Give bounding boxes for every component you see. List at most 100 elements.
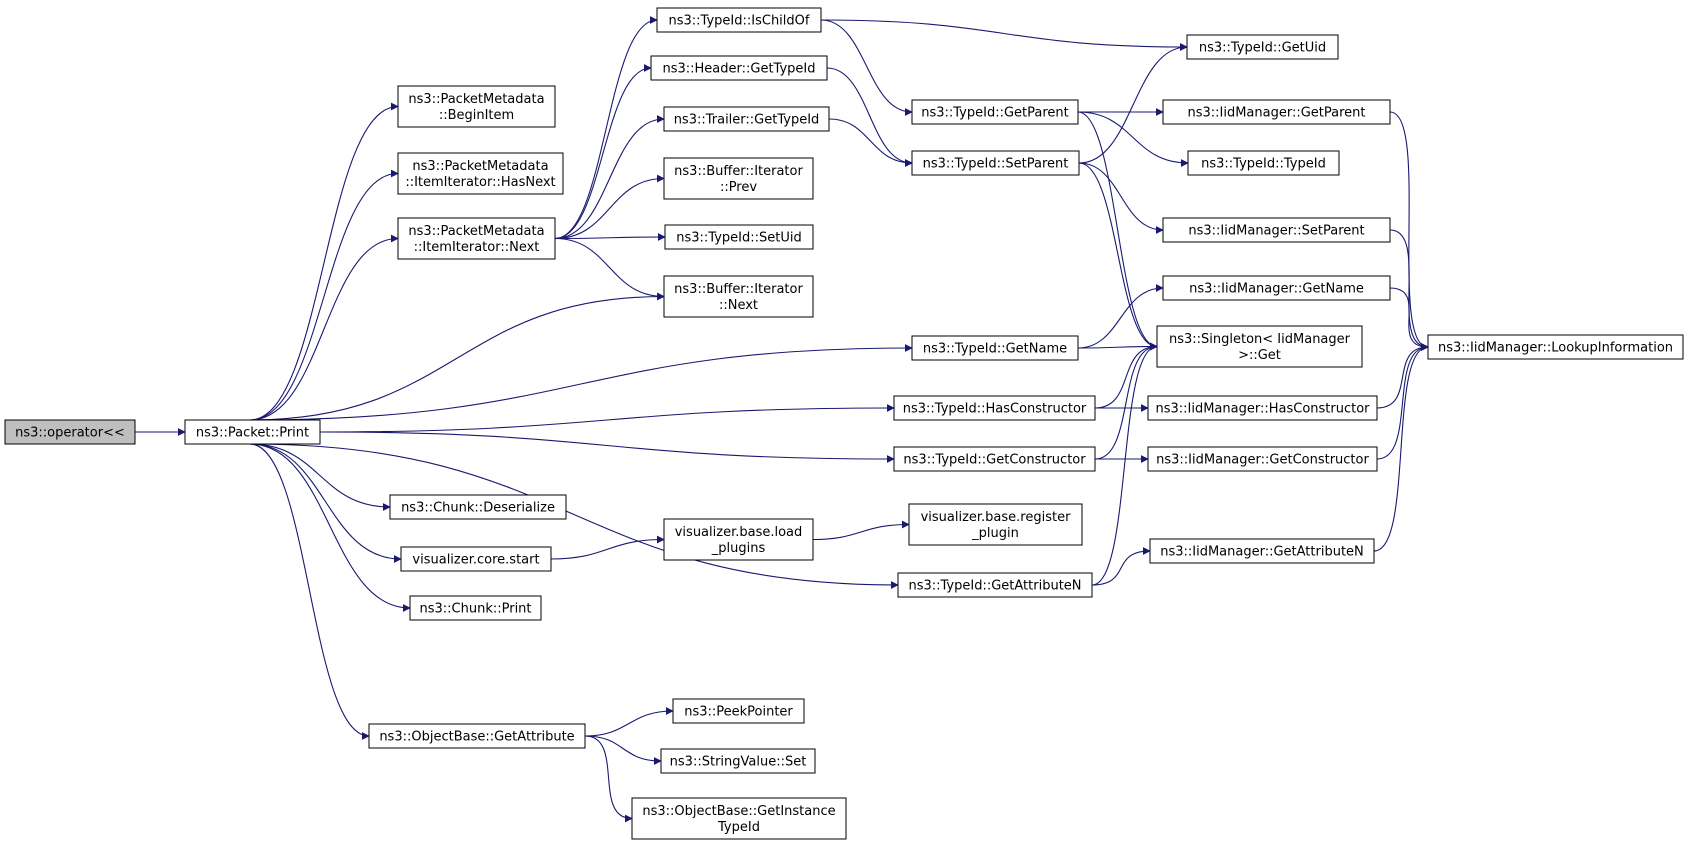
node-ns3-iidmanager-getparent[interactable]: ns3::IidManager::GetParent: [1162, 99, 1391, 125]
node-box: [1156, 325, 1363, 368]
edge-n22-to-n19: [1376, 343, 1429, 409]
edge-n1-to-n10: [249, 292, 665, 421]
node-visualizer-core-start[interactable]: visualizer.core.start: [400, 546, 552, 572]
edge-n13-to-n11: [1078, 43, 1188, 164]
edge-n6-to-n13: [826, 67, 913, 167]
node-ns3-iidmanager-getattributen[interactable]: ns3::IidManager::GetAttributeN: [1149, 538, 1375, 564]
node-ns3-iidmanager-hasconstructor[interactable]: ns3::IidManager::HasConstructor: [1147, 395, 1378, 421]
node-ns3-typeid-ischildof[interactable]: ns3::TypeId::IsChildOf: [656, 7, 822, 33]
node-label: ns3::Buffer::Iterator: [674, 282, 803, 297]
edge-n4-to-n6: [554, 64, 652, 240]
node-ns3-packetmetadata-itemiterator-hasnext[interactable]: ns3::PacketMetadata::ItemIterator::HasNe…: [397, 152, 564, 195]
node-label: ::Prev: [720, 180, 757, 195]
node-box: [893, 446, 1096, 472]
edge-n1-to-n4: [249, 234, 399, 421]
node-box: [663, 275, 814, 318]
edge-n4-to-n5: [554, 16, 658, 240]
edge-n1-to-n3: [249, 169, 399, 421]
node-box: [908, 503, 1083, 546]
node-ns3-buffer-iterator-next[interactable]: ns3::Buffer::Iterator::Next: [663, 275, 814, 318]
edge-n24-to-n19: [1376, 343, 1429, 460]
edge-n16-to-n19: [1389, 229, 1429, 351]
node-ns3-stringvalue-set[interactable]: ns3::StringValue::Set: [660, 748, 816, 774]
node-box: [1427, 334, 1684, 360]
node-label: ns3::TypeId::GetUid: [1199, 41, 1326, 56]
node-box: [368, 723, 586, 749]
node-label: visualizer.core.start: [412, 553, 539, 568]
node-label: ns3::Chunk::Deserialize: [401, 501, 555, 516]
node-ns3-buffer-iterator-prev[interactable]: ns3::Buffer::Iterator::Prev: [663, 157, 814, 200]
node-label: ns3::IidManager::GetConstructor: [1156, 453, 1369, 468]
node-visualizer-base-load-plugins[interactable]: visualizer.base.load_plugins: [663, 518, 814, 561]
node-ns3-typeid-setuid[interactable]: ns3::TypeId::SetUid: [664, 224, 814, 250]
node-ns3-operator[interactable]: ns3::operator<<: [4, 419, 136, 445]
node-label: ns3::StringValue::Set: [670, 755, 807, 770]
edge-n4-to-n7: [554, 115, 665, 240]
node-box: [911, 150, 1080, 176]
node-ns3-packetmetadata-itemiterator-next[interactable]: ns3::PacketMetadata::ItemIterator::Next: [397, 217, 556, 260]
node-box: [672, 698, 805, 724]
node-box: [184, 419, 321, 445]
edge-n1-to-n23: [319, 431, 895, 463]
node-visualizer-base-register-plugin[interactable]: visualizer.base.register_plugin: [908, 503, 1083, 546]
node-label: ns3::Trailer::GetTypeId: [674, 113, 820, 128]
node-label: ns3::ObjectBase::GetInstance: [642, 804, 835, 819]
node-ns3-typeid-getname[interactable]: ns3::TypeId::GetName: [911, 335, 1079, 361]
edge-n1-to-n2: [249, 102, 399, 421]
node-label: ns3::PacketMetadata: [412, 159, 548, 174]
node-label: ns3::PacketMetadata: [408, 92, 544, 107]
node-label: ns3::operator<<: [15, 426, 125, 441]
edge-n4-to-n9: [554, 233, 666, 242]
node-ns3-packetmetadata-beginitem[interactable]: ns3::PacketMetadata::BeginItem: [397, 85, 556, 128]
edge-n1-to-n32: [249, 443, 370, 740]
node-ns3-typeid-getparent[interactable]: ns3::TypeId::GetParent: [911, 99, 1079, 125]
node-ns3-singleton-iidmanager-get[interactable]: ns3::Singleton< IidManager >::Get: [1156, 325, 1363, 368]
edge-n30-to-n29: [1091, 547, 1151, 586]
node-box: [1162, 275, 1391, 301]
node-ns3-trailer-gettypeid[interactable]: ns3::Trailer::GetTypeId: [663, 106, 830, 132]
node-ns3-typeid-setparent[interactable]: ns3::TypeId::SetParent: [911, 150, 1080, 176]
node-label: ns3::IidManager::LookupInformation: [1438, 341, 1673, 356]
node-box: [893, 395, 1096, 421]
node-box: [663, 157, 814, 200]
edge-n30-to-n18: [1091, 342, 1158, 586]
node-ns3-chunk-print[interactable]: ns3::Chunk::Print: [409, 595, 542, 621]
node-label: ns3::IidManager::GetParent: [1187, 106, 1365, 121]
edge-n1-to-n21: [319, 404, 895, 433]
node-ns3-typeid-typeid[interactable]: ns3::TypeId::TypeId: [1187, 150, 1340, 176]
node-ns3-typeid-hasconstructor[interactable]: ns3::TypeId::HasConstructor: [893, 395, 1096, 421]
node-ns3-iidmanager-lookupinformation[interactable]: ns3::IidManager::LookupInformation: [1427, 334, 1684, 360]
nodes-layer: ns3::operator<< ns3::Packet::Print ns3::Pa…: [4, 7, 1684, 840]
node-ns3-iidmanager-setparent[interactable]: ns3::IidManager::SetParent: [1162, 217, 1391, 243]
node-label: ns3::Buffer::Iterator: [674, 164, 803, 179]
edge-n32-to-n34: [584, 735, 662, 765]
node-ns3-iidmanager-getname[interactable]: ns3::IidManager::GetName: [1162, 275, 1391, 301]
node-box: [1186, 34, 1339, 60]
edge-n20-to-n17: [1077, 284, 1164, 349]
node-ns3-typeid-getattributen[interactable]: ns3::TypeId::GetAttributeN: [897, 572, 1093, 598]
node-label: _plugins: [711, 541, 766, 556]
node-ns3-packet-print[interactable]: ns3::Packet::Print: [184, 419, 321, 445]
node-label: ns3::PacketMetadata: [408, 224, 544, 239]
node-box: [897, 572, 1093, 598]
node-ns3-chunk-deserialize[interactable]: ns3::Chunk::Deserialize: [389, 494, 567, 520]
edge-n12-to-n18: [1077, 111, 1158, 351]
node-box: [663, 518, 814, 561]
node-label: ns3::TypeId::IsChildOf: [669, 14, 810, 29]
node-ns3-objectbase-getattribute[interactable]: ns3::ObjectBase::GetAttribute: [368, 723, 586, 749]
node-ns3-typeid-getconstructor[interactable]: ns3::TypeId::GetConstructor: [893, 446, 1096, 472]
node-ns3-header-gettypeid[interactable]: ns3::Header::GetTypeId: [650, 55, 828, 81]
node-label: ::Next: [719, 298, 758, 313]
node-box: [1149, 538, 1375, 564]
edge-n21-to-n18: [1094, 342, 1158, 409]
node-ns3-peekpointer[interactable]: ns3::PeekPointer: [672, 698, 805, 724]
node-label: ns3::TypeId::GetName: [923, 342, 1067, 357]
node-ns3-iidmanager-getconstructor[interactable]: ns3::IidManager::GetConstructor: [1147, 446, 1378, 472]
node-box: [911, 335, 1079, 361]
node-box: [1147, 395, 1378, 421]
node-label: ns3::TypeId::HasConstructor: [903, 402, 1087, 417]
node-ns3-typeid-getuid[interactable]: ns3::TypeId::GetUid: [1186, 34, 1339, 60]
node-label: ns3::IidManager::HasConstructor: [1155, 402, 1370, 417]
edge-n32-to-n35: [584, 735, 633, 823]
